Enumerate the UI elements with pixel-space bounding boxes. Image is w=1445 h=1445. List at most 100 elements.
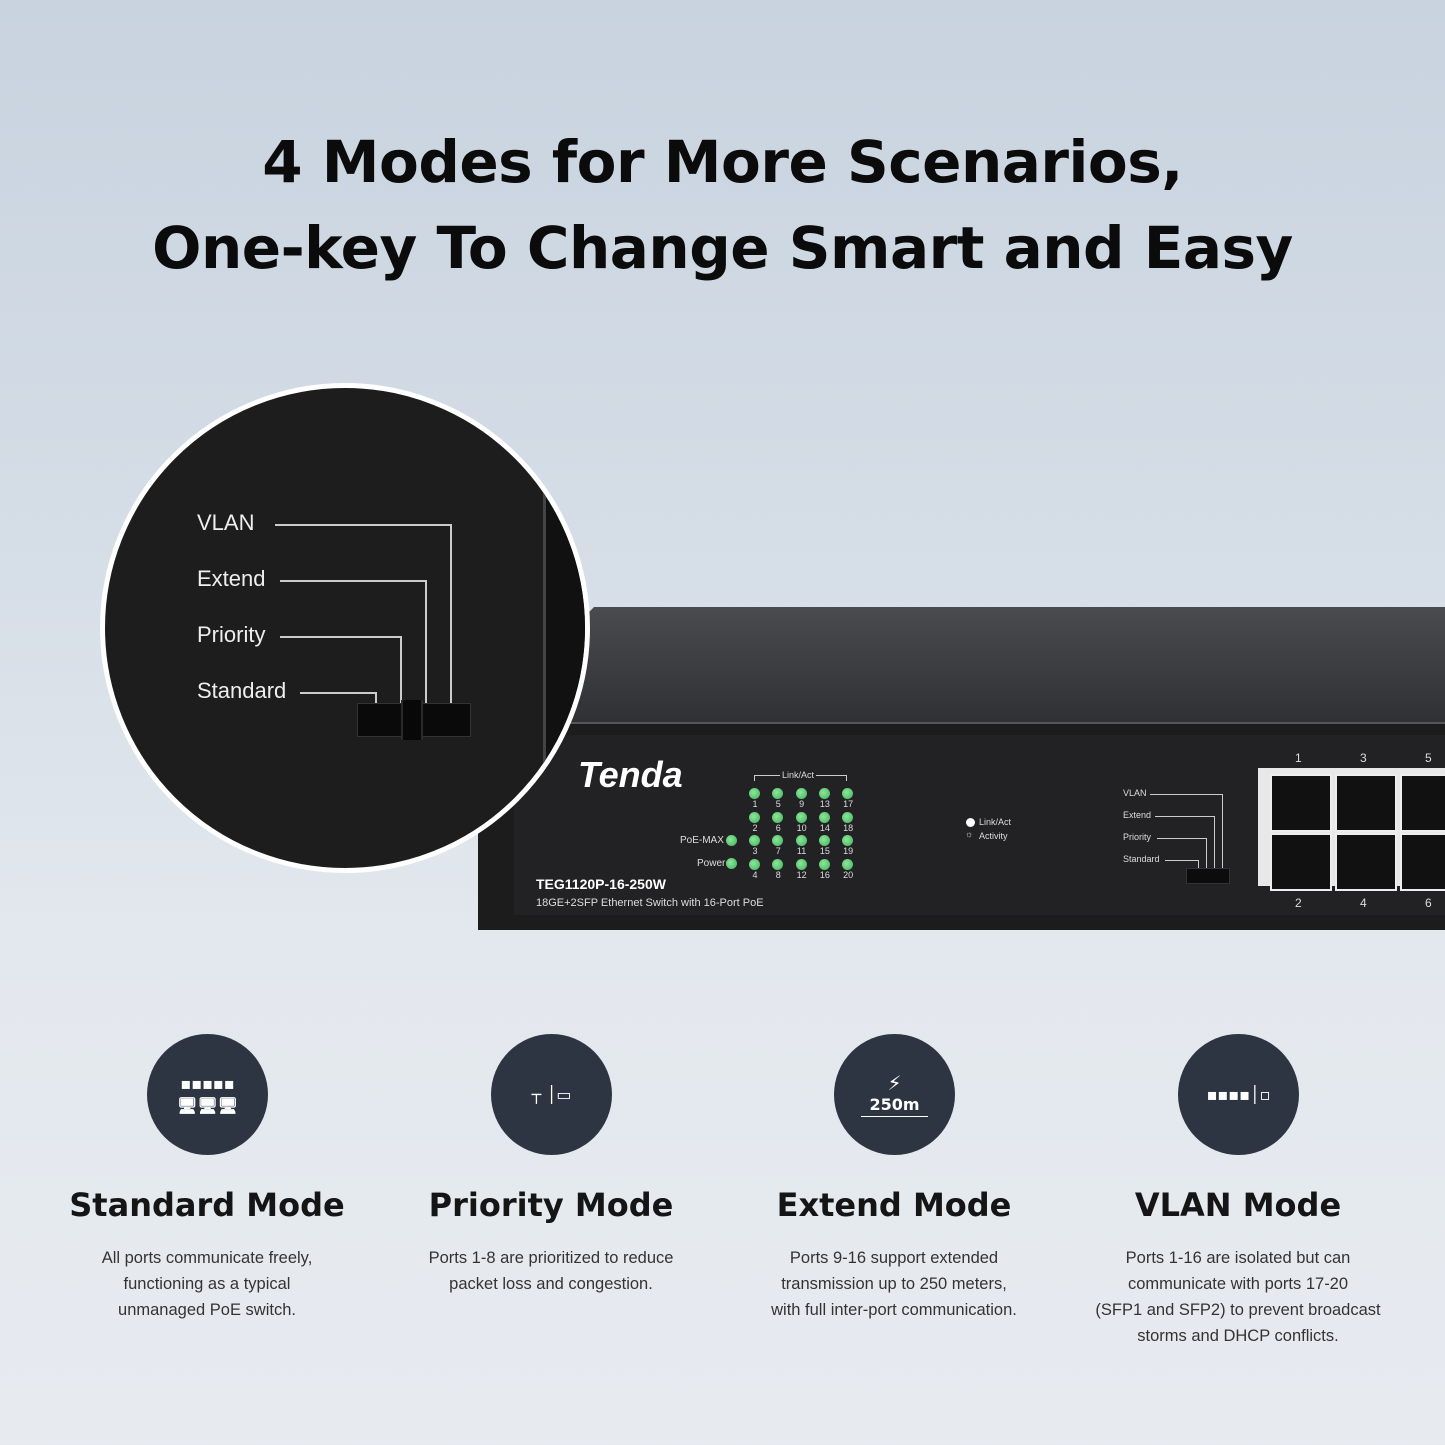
ethernet-port[interactable] [1400, 833, 1445, 891]
mode-title: Extend Mode [776, 1186, 1012, 1224]
mode-title: Priority Mode [428, 1186, 674, 1224]
legend-activity: Activity [979, 831, 1008, 841]
port-led-number: 12 [796, 869, 807, 880]
port-number: 3 [1360, 751, 1367, 765]
port-led-number: 18 [843, 822, 854, 833]
mode-description: Ports 9-16 support extended transmission … [724, 1245, 1064, 1323]
mode-description-line: with full inter-port communication. [771, 1301, 1017, 1319]
ethernet-port[interactable] [1270, 774, 1332, 832]
port-led [818, 858, 830, 870]
headline-line-1: 4 Modes for More Scenarios, [262, 128, 1183, 196]
zoom-mode-label: Standard [197, 678, 287, 703]
port-led [795, 858, 807, 870]
mode-description-line: packet loss and congestion. [449, 1275, 653, 1293]
model-description: 18GE+2SFP Ethernet Switch with 16-Port P… [536, 897, 764, 909]
switch-top-surface [478, 607, 1445, 725]
port-led-number: 14 [819, 822, 830, 833]
panel-mode-leader [1155, 816, 1214, 817]
port-led-number: 20 [843, 869, 854, 880]
ethernet-port[interactable] [1335, 833, 1397, 891]
zoom-leader-line [425, 580, 427, 703]
panel-mode-leader [1214, 816, 1215, 882]
zoom-mode-label: Priority [197, 622, 266, 647]
panel-mode-label: Extend [1123, 810, 1152, 820]
panel-mode-leader [1157, 838, 1206, 839]
port-led [842, 858, 854, 870]
port-led [795, 811, 807, 823]
panel-mode-leader [1165, 860, 1198, 861]
port-number: 6 [1425, 896, 1432, 910]
port-number: 2 [1295, 896, 1302, 910]
port-led [772, 788, 784, 799]
zoom-leader-line [300, 692, 375, 694]
panel-mode-leader [1206, 838, 1207, 882]
power-label: Power [697, 858, 726, 869]
mode-description-line: transmission up to 250 meters, [781, 1275, 1007, 1293]
vlan-isolation-icon: ▪▪▪▪│▫ [1178, 1034, 1299, 1155]
port-number: 4 [1360, 896, 1367, 910]
headline-line-2: One-key To Change Smart and Easy [152, 214, 1293, 282]
extended-cable-icon: ⚡250m [834, 1034, 955, 1155]
port-led-number: 3 [752, 846, 758, 856]
panel-mode-leader [1150, 794, 1222, 795]
mode-description-line: functioning as a typical [123, 1275, 291, 1293]
panel-mode-leader [1222, 794, 1223, 882]
poe-max-led [726, 835, 737, 846]
port-number: 1 [1295, 751, 1302, 765]
port-led [818, 835, 830, 846]
port-led [842, 835, 854, 846]
cable-length-label: 250m [861, 1094, 928, 1117]
port-led-number: 2 [752, 822, 758, 833]
zoom-mode-label: VLAN [197, 510, 255, 535]
port-led [818, 788, 830, 799]
panel-mode-label: VLAN [1123, 788, 1147, 798]
model-name: TEG1120P-16-250W [536, 876, 666, 892]
zoom-leader-line [450, 524, 452, 703]
port-led-number: 17 [843, 799, 854, 809]
zoom-mode-label: Extend [197, 566, 266, 591]
port-led [749, 811, 760, 823]
port-led-number: 10 [796, 822, 807, 833]
port-led-number: 4 [752, 869, 758, 880]
switch-to-computers-icon: ▪▪▪▪▪🖥🖥🖥 [147, 1034, 268, 1155]
port-led-number: 8 [775, 869, 781, 880]
mode-description-line: Ports 1-8 are prioritized to reduce [428, 1249, 674, 1267]
port-led [795, 835, 807, 846]
priority-hierarchy-icon: ┬ │▭ [491, 1034, 612, 1155]
mode-description-line: storms and DHCP conflicts. [1137, 1327, 1339, 1345]
port-led-number: 7 [775, 846, 781, 856]
legend-link-act: Link/Act [979, 817, 1012, 827]
mode-description-line: communicate with ports 17-20 [1127, 1275, 1349, 1293]
port-led-number: 11 [796, 846, 807, 856]
mode-description-line: unmanaged PoE switch. [118, 1301, 296, 1319]
port-led-number: 1 [752, 799, 758, 809]
link-act-legend-dot [966, 818, 975, 827]
port-led [842, 811, 854, 823]
port-led-number: 19 [843, 846, 854, 856]
port-led [772, 811, 784, 823]
mode-switch-button[interactable] [1186, 868, 1230, 884]
port-led-number: 9 [799, 799, 805, 809]
ethernet-port[interactable] [1335, 774, 1397, 832]
port-led [772, 858, 784, 870]
poe-max-label: PoE-MAX [680, 835, 724, 846]
zoom-leader-line [275, 524, 450, 526]
port-led [749, 788, 760, 799]
port-led-number: 13 [819, 799, 830, 809]
port-led [842, 788, 854, 799]
mode-description-line: (SFP1 and SFP2) to prevent broadcast [1095, 1301, 1381, 1319]
port-led [818, 811, 830, 823]
mode-description-line: Ports 9-16 support extended [789, 1249, 999, 1267]
port-led-number: 5 [775, 799, 781, 809]
mode-description-line: All ports communicate freely, [101, 1249, 313, 1267]
ethernet-port[interactable] [1270, 833, 1332, 891]
panel-mode-label: Standard [1123, 854, 1160, 864]
zoom-leader-line [400, 636, 402, 703]
port-led-number: 16 [819, 869, 830, 880]
link-act-header: Link/Act [780, 770, 817, 780]
port-number: 5 [1425, 751, 1432, 765]
ethernet-port[interactable] [1400, 774, 1445, 832]
mode-title: VLAN Mode [1134, 1186, 1342, 1224]
